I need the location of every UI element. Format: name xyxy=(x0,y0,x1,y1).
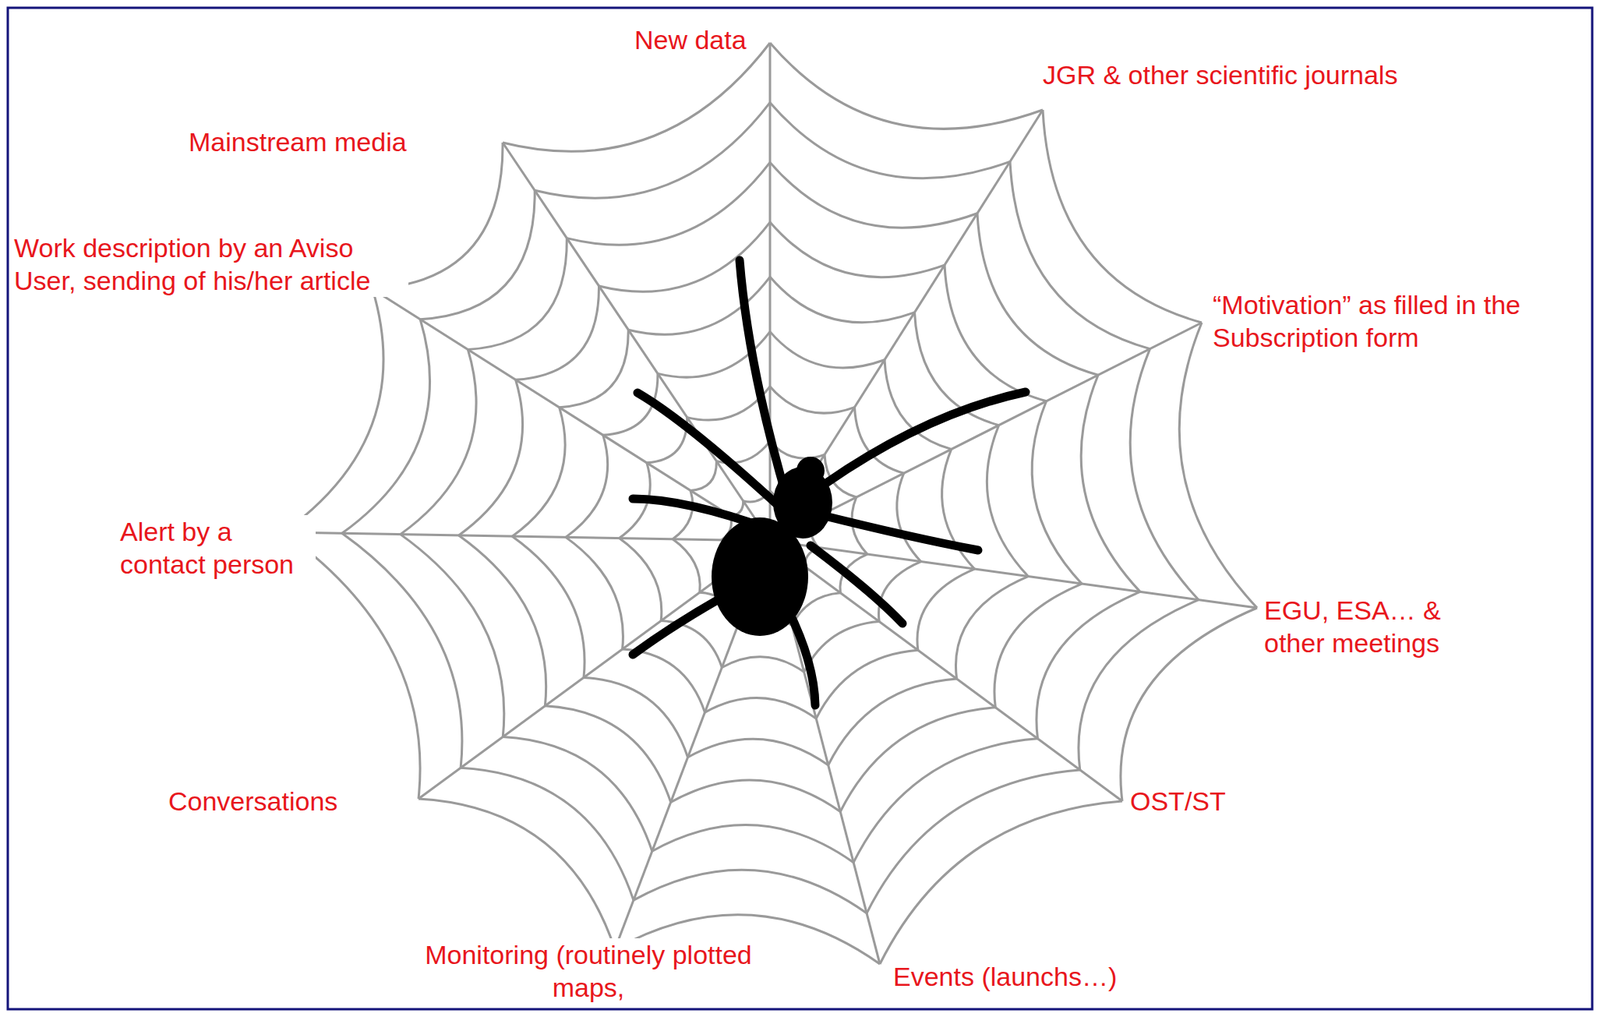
web-thread xyxy=(769,222,945,278)
web-label: Conversations xyxy=(165,784,341,818)
web-thread xyxy=(769,102,1011,179)
spider-leg xyxy=(818,514,979,551)
web-thread xyxy=(672,490,693,539)
spider xyxy=(632,260,1026,706)
web-spoke xyxy=(769,322,1202,541)
web-thread xyxy=(1179,322,1258,608)
web-thread xyxy=(986,425,1028,577)
web-thread xyxy=(672,539,700,593)
spider-leg xyxy=(637,392,780,507)
web-thread xyxy=(420,190,535,319)
web-thread xyxy=(633,869,867,914)
spider-head xyxy=(796,456,825,485)
web-thread xyxy=(512,536,585,678)
web-thread xyxy=(565,434,608,537)
web-thread xyxy=(769,386,855,414)
web-thread xyxy=(502,737,653,852)
web-thread xyxy=(1036,591,1141,739)
web-thread xyxy=(512,407,566,537)
web-thread xyxy=(1042,109,1202,323)
web-thread xyxy=(342,533,463,768)
web-label: Alert by a contact person xyxy=(116,515,316,581)
spider-leg xyxy=(787,607,816,706)
web-thread xyxy=(828,678,958,766)
web-thread xyxy=(502,42,770,152)
web-thread xyxy=(917,568,975,650)
web-thread xyxy=(652,825,854,863)
web-thread xyxy=(866,769,1081,914)
web-thread xyxy=(1010,161,1151,349)
spider-leg xyxy=(739,260,788,499)
web-spoke xyxy=(769,109,1043,541)
web-thread xyxy=(879,801,1123,965)
web-thread xyxy=(769,276,915,322)
web-thread xyxy=(721,656,804,673)
web-thread xyxy=(815,649,919,719)
web-thread xyxy=(559,329,629,408)
web-thread xyxy=(460,767,634,901)
web-thread xyxy=(459,379,523,536)
web-thread xyxy=(1080,374,1141,592)
web-thread xyxy=(1130,349,1199,601)
web-thread xyxy=(342,319,431,534)
web-thread xyxy=(897,473,922,562)
web-thread xyxy=(884,360,952,450)
web-label: EGU, ESA… & other meetings xyxy=(1260,593,1503,660)
web-thread xyxy=(544,706,671,803)
web-thread xyxy=(418,798,615,950)
web-spoke xyxy=(502,142,770,541)
web-spoke xyxy=(769,42,772,541)
web-label: “Motivation” as filled in the Subscripti… xyxy=(1209,288,1576,354)
web xyxy=(283,42,1258,965)
web-thread xyxy=(400,349,477,535)
web-thread xyxy=(853,738,1038,863)
web-thread xyxy=(619,538,662,622)
web-thread xyxy=(400,534,505,738)
web-spoke xyxy=(372,289,770,541)
web-thread xyxy=(840,707,996,813)
web-thread xyxy=(565,536,624,650)
web-label: JGR & other scientific journals xyxy=(1039,58,1401,92)
web-thread xyxy=(622,649,706,713)
web-thread xyxy=(769,332,885,368)
web-thread xyxy=(671,780,841,812)
spider-leg xyxy=(810,545,903,624)
web-label: Mainstream media xyxy=(185,125,410,159)
spider-leg xyxy=(826,392,1026,484)
web-thread xyxy=(515,286,600,380)
frame xyxy=(7,7,1593,1010)
web-thread xyxy=(467,238,567,350)
web-label: Monitoring (routinely plotted maps, xyxy=(405,938,772,1004)
web-thread xyxy=(566,162,770,245)
web-thread xyxy=(878,561,921,622)
web-thread xyxy=(944,264,1047,402)
web-thread xyxy=(769,42,1043,129)
web-thread xyxy=(283,289,384,533)
web-thread xyxy=(688,738,829,766)
web-label: Events (launchs…) xyxy=(890,960,1120,993)
web-thread xyxy=(1078,600,1199,770)
web-thread xyxy=(704,697,816,719)
web-thread xyxy=(1031,401,1082,584)
web-spoke xyxy=(283,532,770,541)
web-thread xyxy=(1120,607,1258,802)
web-thread xyxy=(994,583,1082,708)
web-label: OST/ST xyxy=(1126,784,1230,818)
web-label: New data xyxy=(631,23,750,57)
web-thread xyxy=(690,461,717,491)
web-label: Work description by an Aviso User, sendi… xyxy=(10,231,409,297)
